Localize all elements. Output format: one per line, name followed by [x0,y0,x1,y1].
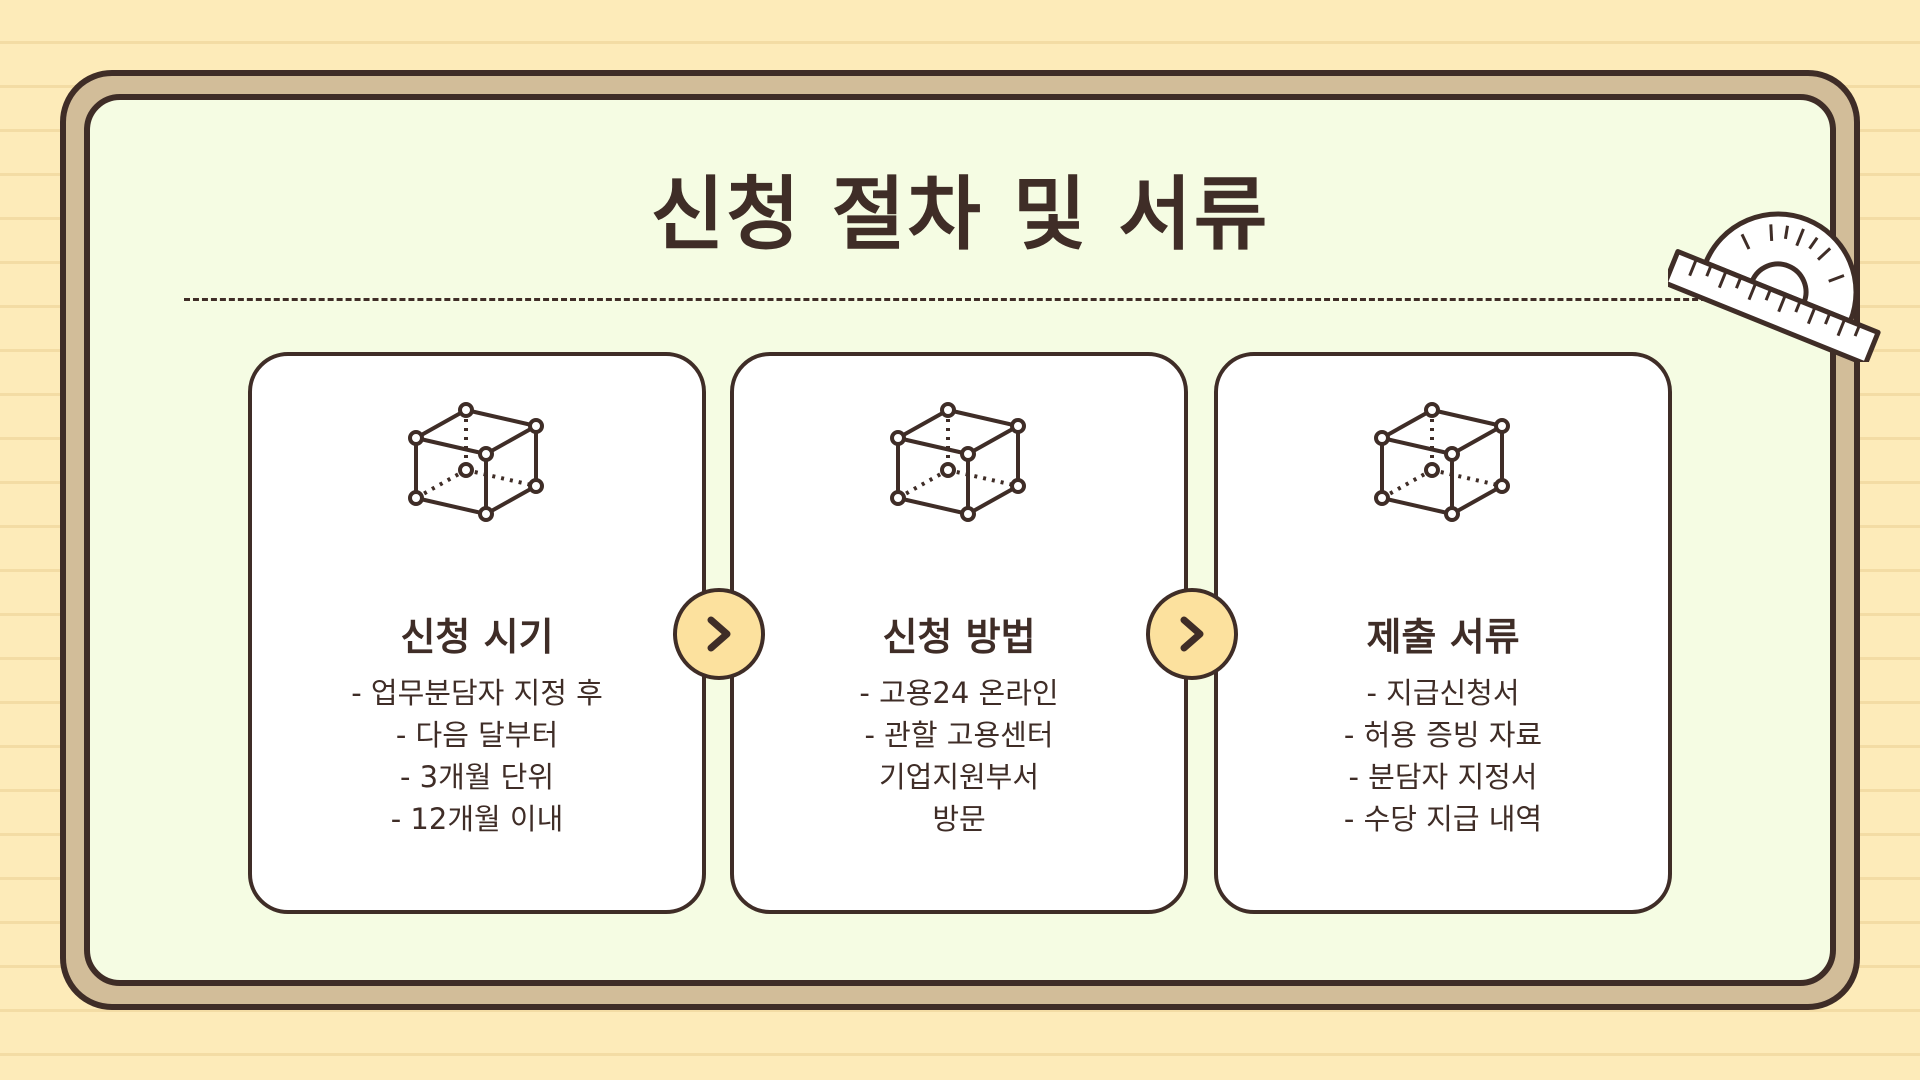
card-details: - 고용24 온라인 - 관할 고용센터 기업지원부서 방문 [734,672,1184,840]
detail-line: - 수당 지급 내역 [1343,802,1543,836]
detail-line: - 고용24 온라인 [859,676,1059,710]
detail-line: - 업무분담자 지정 후 [351,676,603,710]
cube-icon [1374,402,1510,522]
next-step-arrow [673,588,765,680]
card-application-method: 신청 방법 - 고용24 온라인 - 관할 고용센터 기업지원부서 방문 [730,352,1188,914]
detail-line: 기업지원부서 [878,760,1040,794]
page-title: 신청 절차 및 서류 [650,168,1270,261]
cube-icon [890,402,1026,522]
card-details: - 지급신청서 - 허용 증빙 자료 - 분담자 지정서 - 수당 지급 내역 [1218,672,1668,840]
detail-line: - 허용 증빙 자료 [1343,718,1543,752]
protractor-icon [1668,211,1881,362]
card-title: 제출 서류 [1366,615,1520,659]
detail-line: - 분담자 지정서 [1348,760,1538,794]
card-application-timing: 신청 시기 - 업무분담자 지정 후 - 다음 달부터 - 3개월 단위 - 1… [248,352,706,914]
detail-line: - 지급신청서 [1366,676,1520,710]
next-step-arrow [1146,588,1238,680]
card-title: 신청 방법 [882,615,1036,659]
detail-line: - 관할 고용센터 [864,718,1054,752]
chevron-right-icon [707,616,731,652]
cube-icon [408,402,544,522]
card-title: 신청 시기 [400,615,554,659]
detail-line: - 3개월 단위 [399,760,555,794]
detail-line: - 다음 달부터 [395,718,559,752]
detail-line: - 12개월 이내 [390,802,564,836]
card-details: - 업무분담자 지정 후 - 다음 달부터 - 3개월 단위 - 12개월 이내 [252,672,702,840]
dashed-divider [184,298,1734,301]
detail-line: 방문 [932,802,986,836]
card-required-documents: 제출 서류 - 지급신청서 - 허용 증빙 자료 - 분담자 지정서 - 수당 … [1214,352,1672,914]
chevron-right-icon [1180,616,1204,652]
